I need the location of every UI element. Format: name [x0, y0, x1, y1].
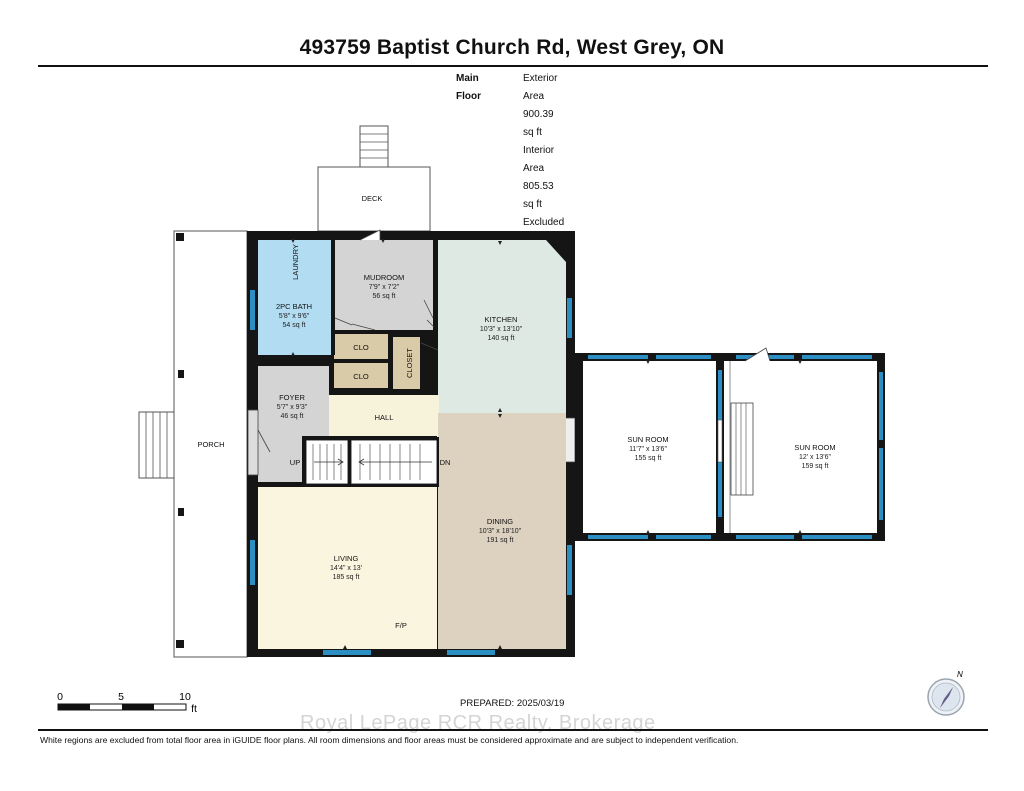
foyer-name: FOYER — [279, 393, 305, 402]
stairs — [305, 439, 438, 485]
sunroom-2-area: 159 sq ft — [802, 463, 829, 470]
sunroom-2-structure — [724, 347, 885, 541]
sunroom-1-area: 155 sq ft — [635, 455, 662, 462]
hall-label: HALL — [375, 413, 394, 422]
porch-steps — [138, 411, 175, 479]
kitchen-name: KITCHEN — [485, 315, 518, 324]
footer-divider — [38, 729, 988, 731]
mudroom-floor — [335, 240, 433, 330]
stairs-up-label: UP — [290, 458, 300, 467]
scale-tick-0: 0 — [57, 691, 63, 703]
closet-floor — [393, 337, 420, 389]
clo2-label: CLO — [353, 372, 369, 381]
floor-label: Main Floor — [456, 73, 481, 102]
dining-floor — [438, 413, 566, 649]
dimension-markers — [291, 239, 802, 649]
mudroom-name: MUDROOM — [364, 273, 404, 282]
living-dims: 14'4" x 13' — [330, 565, 362, 572]
hall-floor — [329, 395, 439, 437]
fireplace-label: F/P — [395, 621, 407, 630]
clo2-floor — [334, 363, 388, 388]
sunroom-1-dims: 11'7" x 13'6" — [629, 446, 667, 453]
scale-unit: ft — [191, 703, 197, 715]
prepared-date: PREPARED: 2025/03/19 — [460, 698, 565, 709]
page-title: 493759 Baptist Church Rd, West Grey, ON — [299, 36, 725, 59]
bath-area: 54 sq ft — [283, 322, 306, 329]
interior-area: Interior Area 805.53 sq ft — [523, 145, 555, 210]
deck-area — [317, 166, 431, 232]
living-area: 185 sq ft — [333, 574, 360, 581]
sunroom-1-structure — [575, 353, 724, 541]
dining-area: 191 sq ft — [487, 537, 514, 544]
living-floor — [258, 487, 437, 649]
deck-steps — [359, 125, 389, 168]
footer-disclaimer: White regions are excluded from total fl… — [40, 735, 739, 745]
porch-label: PORCH — [197, 440, 224, 449]
scale-bar — [57, 703, 187, 711]
interior-walls — [258, 240, 439, 487]
watermark: Royal LePage RCR Realty, Brokerage — [300, 712, 656, 734]
closet-label: CLOSET — [405, 348, 414, 378]
clo1-label: CLO — [353, 343, 369, 352]
sunroom-1-name: SUN ROOM — [627, 435, 668, 444]
kitchen-area: 140 sq ft — [488, 335, 515, 342]
mudroom-area: 56 sq ft — [373, 293, 396, 300]
scale-tick-5: 5 — [118, 691, 124, 703]
sunroom-2-name: SUN ROOM — [794, 443, 835, 452]
porch-posts — [176, 233, 184, 648]
foyer-area: 46 sq ft — [281, 413, 304, 420]
porch-area — [173, 230, 248, 658]
stairs-down-label: DN — [440, 458, 451, 467]
sunroom-2-dims: 12' x 13'6" — [799, 454, 832, 461]
exterior-area: Exterior Area 900.39 sq ft — [523, 73, 558, 138]
laundry-label: LAUNDRY — [291, 244, 300, 280]
deck-label: DECK — [362, 194, 383, 203]
bath-dims: 5'8" x 9'6" — [279, 313, 310, 320]
kitchen-dims: 10'3" x 13'10" — [480, 326, 523, 333]
bath-name: 2PC BATH — [276, 302, 312, 311]
kitchen-floor — [438, 240, 566, 413]
foyer-dims: 5'7" x 9'3" — [277, 404, 308, 411]
clo1-floor — [334, 334, 388, 359]
dining-name: DINING — [487, 517, 513, 526]
mudroom-dims: 7'9" x 7'2" — [369, 284, 400, 291]
doors — [247, 229, 576, 476]
header-divider — [38, 65, 988, 67]
windows-main — [250, 290, 572, 655]
bath-floor — [258, 240, 331, 355]
living-name: LIVING — [334, 554, 359, 563]
compass-icon — [927, 678, 965, 716]
dining-dims: 10'3" x 18'10" — [479, 528, 522, 535]
scale-tick-10: 10 — [179, 691, 191, 703]
compass-north-label: N — [957, 670, 963, 679]
